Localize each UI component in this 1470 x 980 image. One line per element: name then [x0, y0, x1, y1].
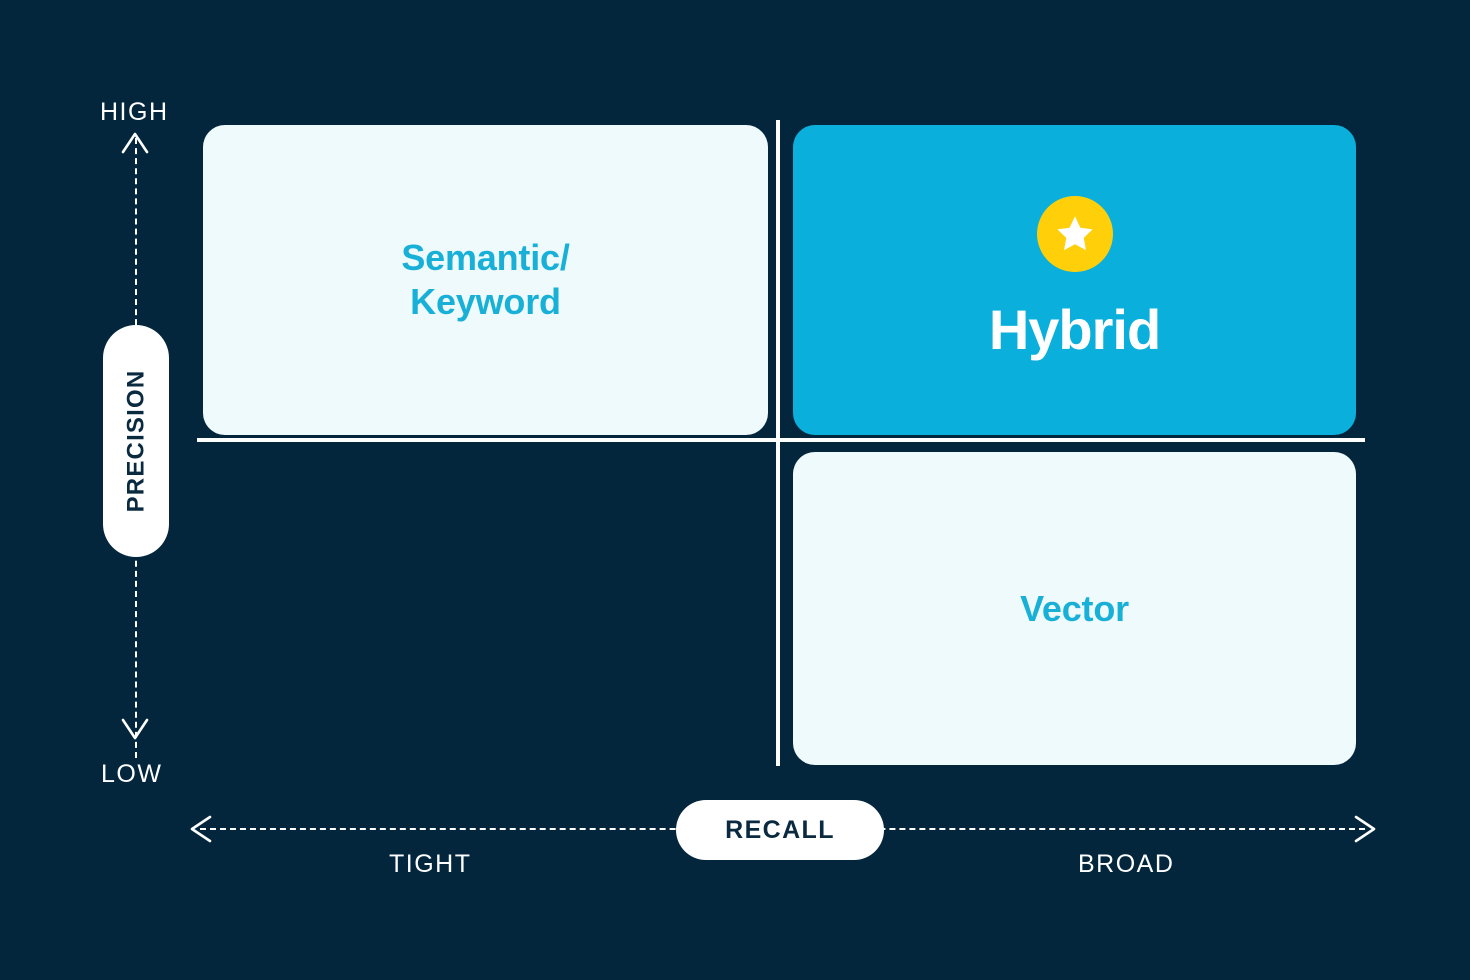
axis-label-broad: BROAD — [1078, 850, 1175, 878]
quadrant-card-hybrid-label: Hybrid — [988, 297, 1161, 361]
recall-axis-title-pill: RECALL — [676, 800, 884, 860]
quadrant-card-hybrid[interactable]: Hybrid — [793, 125, 1356, 435]
quadrant-card-semantic-keyword[interactable]: Semantic/ Keyword — [203, 125, 768, 435]
star-icon — [1036, 195, 1113, 272]
quadrant-divider-horizontal — [197, 438, 1365, 442]
precision-axis-title: PRECISION — [122, 369, 150, 513]
quadrant-card-vector[interactable]: Vector — [793, 452, 1356, 765]
recall-axis-title: RECALL — [725, 815, 835, 844]
semantic-label-line-1: Semantic/ — [401, 237, 570, 279]
axis-arrow-up-icon — [120, 130, 150, 156]
quadrant-card-semantic-keyword-label: Semantic/ Keyword — [401, 236, 569, 324]
axis-arrow-left-icon — [188, 814, 214, 844]
semantic-label-line-2: Keyword — [410, 281, 561, 322]
axis-label-low: LOW — [101, 760, 163, 788]
axis-label-tight: TIGHT — [389, 850, 472, 878]
axis-arrow-down-icon — [120, 716, 150, 742]
axis-label-high: HIGH — [100, 98, 169, 126]
quadrant-card-vector-label: Vector — [1020, 587, 1129, 629]
axis-arrow-right-icon — [1352, 814, 1378, 844]
quadrant-divider-vertical — [776, 120, 780, 766]
precision-axis-title-pill: PRECISION — [103, 325, 169, 557]
